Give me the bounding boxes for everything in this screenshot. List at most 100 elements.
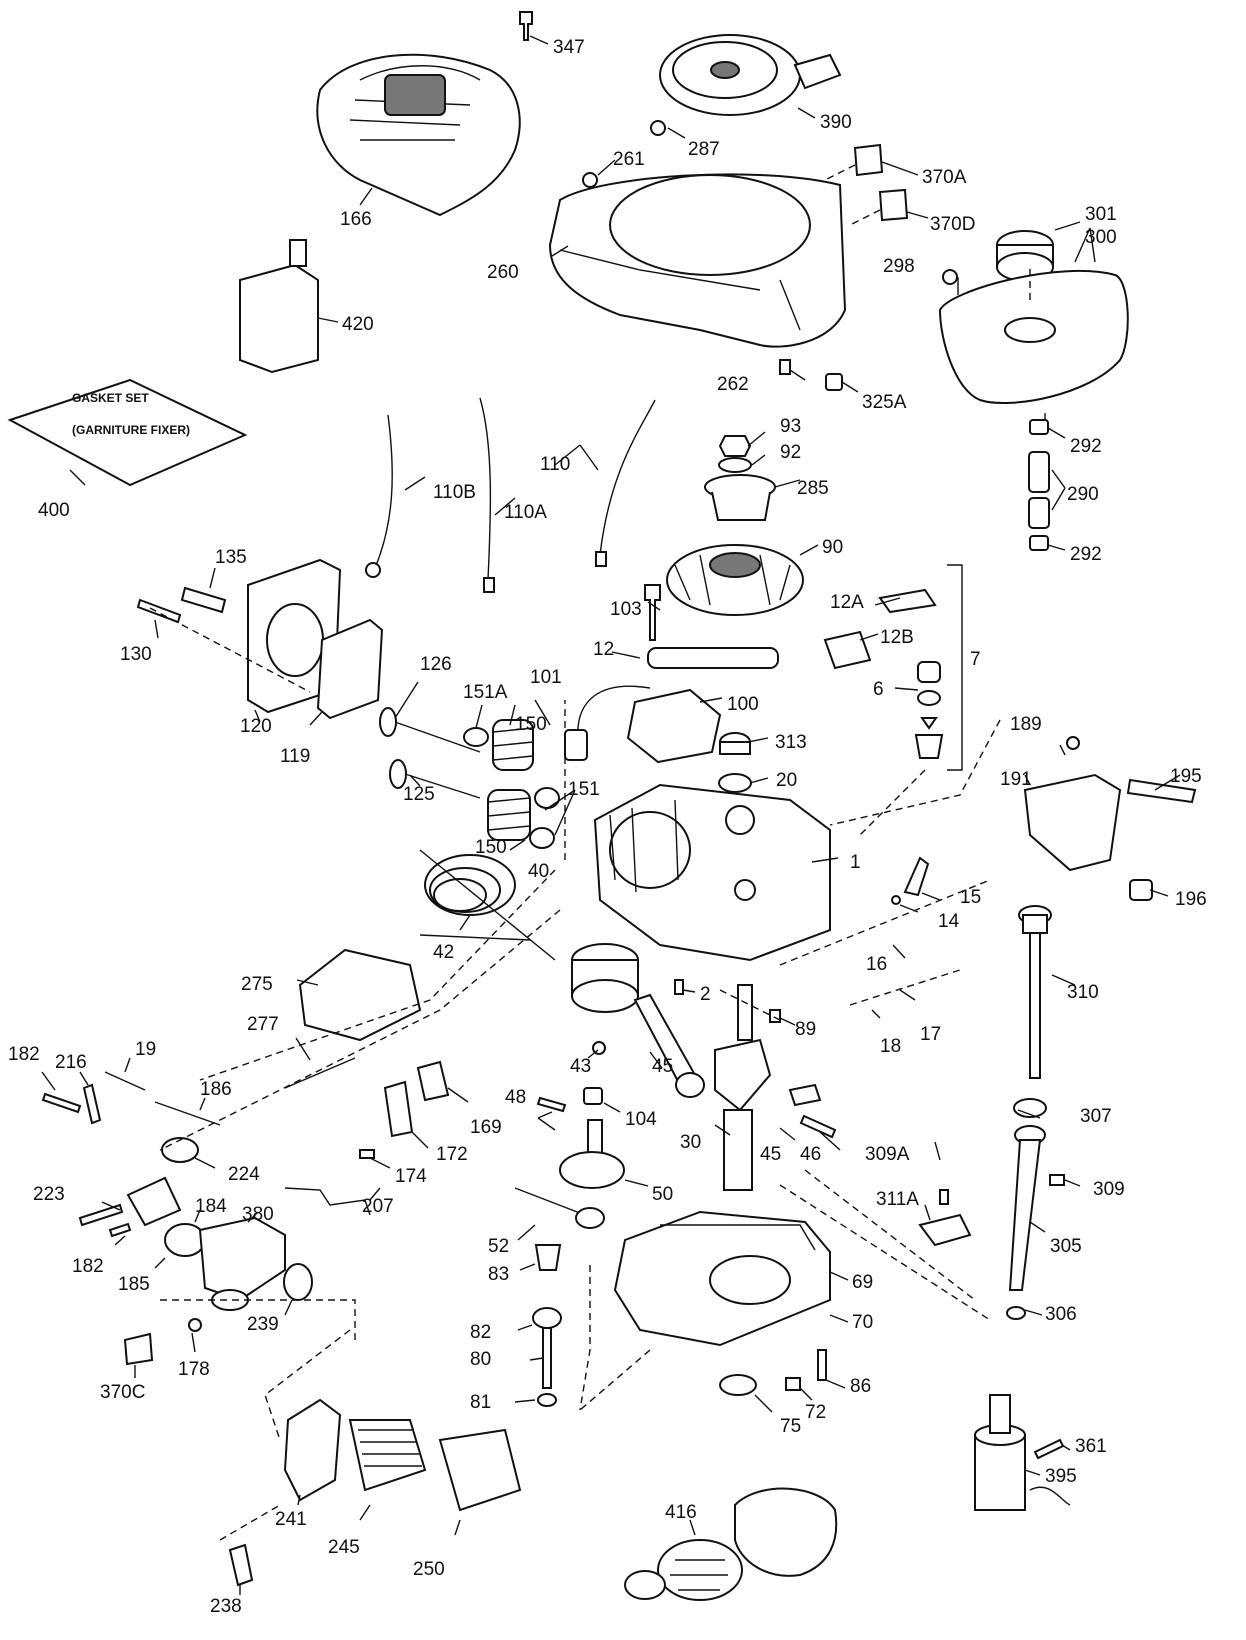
callout-126: 126 (420, 654, 452, 675)
plug-part-83 (534, 1244, 562, 1271)
gasket-part-169 (416, 1060, 450, 1102)
callout-130: 130 (120, 644, 152, 665)
filter-part-245 (348, 1419, 427, 1492)
bolt-part-223 (78, 1203, 124, 1227)
bolt-part-130 (136, 598, 182, 624)
valve-spring-part-150-upper (492, 719, 534, 771)
fuel-line-part-290 (1028, 451, 1050, 529)
retainer-part-151 (529, 787, 560, 849)
callout-185: 185 (118, 1274, 150, 1295)
fitting-part-12B (823, 630, 872, 670)
clip-part-325A (825, 373, 843, 391)
callout-81: 81 (470, 1392, 491, 1413)
callout-45-lower: 45 (760, 1144, 781, 1165)
clamp-part-292-lower (1029, 535, 1049, 551)
rod-cap-part-45b (788, 1083, 822, 1107)
callout-239: 239 (247, 1314, 279, 1335)
callout-101: 101 (530, 667, 562, 688)
decal-part-370A (853, 143, 884, 177)
callout-416: 416 (665, 1502, 697, 1523)
callout-260: 260 (487, 262, 519, 283)
plug-part-72 (785, 1377, 801, 1391)
callout-103: 103 (610, 599, 642, 620)
cover-part-224 (161, 1137, 199, 1163)
insulator-part-185 (126, 1176, 182, 1227)
starter-part-395 (974, 1394, 1071, 1511)
sump-cover-part-70 (613, 1210, 831, 1347)
callout-224: 224 (228, 1164, 260, 1185)
callout-178: 178 (178, 1359, 210, 1380)
callout-347: 347 (553, 37, 585, 58)
callout-313: 313 (775, 732, 807, 753)
cup-part-285 (704, 474, 776, 521)
callout-311A: 311A (876, 1189, 919, 1210)
callout-43: 43 (570, 1056, 591, 1077)
callout-309A: 309A (865, 1144, 910, 1165)
cylinder-head-part-120 (247, 558, 342, 714)
callout-223: 223 (33, 1184, 65, 1205)
callout-285: 285 (797, 478, 829, 499)
callout-370A: 370A (922, 167, 967, 188)
callout-48: 48 (505, 1087, 526, 1108)
shaft-part-80 (542, 1327, 552, 1389)
screw-part-262 (779, 359, 791, 375)
air-filter-base-part-241 (283, 1398, 342, 1502)
bolt-part-103 (644, 584, 661, 641)
callout-52: 52 (488, 1236, 509, 1257)
callout-42: 42 (433, 942, 454, 963)
callout-395: 395 (1045, 1466, 1077, 1487)
flywheel-screen-part-416 (624, 1539, 743, 1601)
screw-part-238 (228, 1543, 254, 1587)
callout-298: 298 (883, 256, 915, 277)
crankshaft-part-30 (714, 984, 772, 1191)
callout-361: 361 (1075, 1436, 1107, 1457)
callout-110B: 110B (433, 482, 476, 503)
callout-300: 300 (1085, 227, 1117, 248)
callout-labels: 347 390 287 261 370A 166 370D 301 300 26… (8, 37, 1207, 1617)
bolt-part-182b (108, 1222, 132, 1238)
fuel-line-part-12 (647, 647, 779, 669)
callout-250: 250 (413, 1559, 445, 1580)
callout-20: 20 (776, 770, 797, 791)
clip-part-196 (1129, 879, 1153, 901)
callout-151: 151 (568, 779, 600, 800)
callout-292-upper: 292 (1070, 436, 1102, 457)
callout-245: 245 (328, 1537, 360, 1558)
callout-19: 19 (135, 1039, 156, 1060)
callout-287: 287 (688, 139, 720, 160)
ground-wire-part-110A (479, 397, 495, 593)
filter-cover-part-250 (438, 1428, 522, 1512)
callout-135: 135 (215, 547, 247, 568)
cylinder-block-part-1 (593, 783, 831, 962)
callout-301: 301 (1085, 204, 1117, 225)
callout-12: 12 (593, 639, 614, 660)
spring-part-189 (1066, 736, 1080, 750)
spring-part-19 (104, 1071, 146, 1091)
callout-80: 80 (470, 1349, 491, 1370)
valve-part-126 (379, 707, 481, 753)
screw-part-298 (942, 269, 958, 285)
decal-part-370C (123, 1332, 154, 1366)
seal-part-307 (1013, 1098, 1047, 1118)
callout-380: 380 (242, 1204, 274, 1225)
flywheel-part-90 (666, 544, 804, 616)
pin-part-89 (769, 1009, 781, 1023)
callout-6: 6 (873, 679, 884, 700)
callout-238: 238 (210, 1596, 242, 1617)
bolt-part-182a (41, 1092, 82, 1114)
gear-part-50 (559, 1119, 625, 1189)
callout-16: 16 (866, 954, 887, 975)
callout-1: 1 (850, 852, 861, 873)
callout-110A: 110A (504, 502, 547, 523)
valve-seal-part-151A (463, 727, 489, 747)
nut-part-178 (188, 1318, 202, 1332)
callout-14: 14 (938, 911, 960, 932)
callout-309: 309 (1093, 1179, 1125, 1200)
seal-part-306 (1006, 1306, 1026, 1320)
head-gasket-part-119 (316, 618, 384, 720)
callout-305: 305 (1050, 1236, 1082, 1257)
callout-40: 40 (528, 861, 549, 882)
screw-part-361 (1033, 1438, 1065, 1460)
gasket-part-184 (164, 1223, 206, 1257)
piston-rings-part-42 (424, 854, 516, 916)
